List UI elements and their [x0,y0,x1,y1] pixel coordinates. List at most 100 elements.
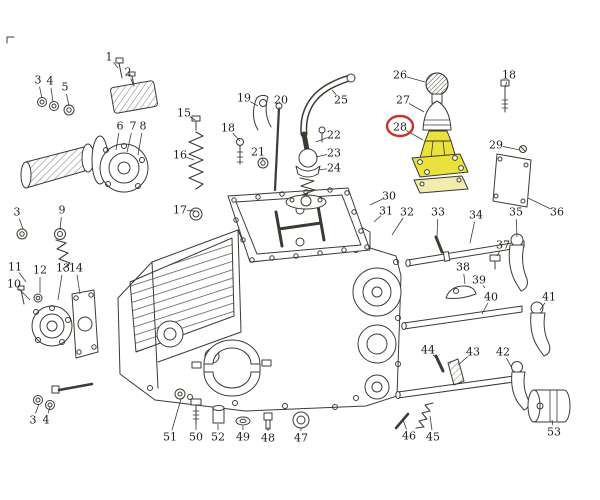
callout-3: 3 [30,414,37,427]
callout-19: 19 [237,92,251,105]
callout-45: 45 [426,431,440,444]
leader-line-3 [35,403,40,414]
callout-18: 18 [221,122,235,135]
leader-line-3 [39,86,43,99]
leader-line-8 [137,132,143,156]
callout-3: 3 [35,74,42,87]
leader-line-53 [551,419,554,426]
leader-line-15 [189,116,196,121]
callout-25: 25 [334,94,348,107]
leader-line-2 [130,78,134,85]
callout-39: 39 [472,274,486,287]
leader-line-28 [405,130,424,141]
callout-31: 31 [379,205,393,218]
callout-2: 2 [125,66,132,79]
leader-line-16 [186,156,195,161]
leader-line-40 [481,302,489,315]
breather-plate [110,57,158,114]
callout-4: 4 [43,414,50,427]
callout-29: 29 [489,139,503,152]
callout-34: 34 [469,209,483,222]
leader-line-23 [315,154,328,158]
leader-line-3 [18,218,24,230]
callout-44: 44 [421,344,435,357]
inspection-plate [492,145,532,208]
leader-line-6 [115,132,120,151]
leader-line-33 [436,218,439,238]
leader-line-31 [373,215,382,223]
leader-line-25 [331,89,337,96]
leader-line-7 [126,132,132,153]
leader-line-37 [496,250,500,257]
shift-linkage [236,94,283,192]
leader-line-19 [249,101,259,107]
shift-tower-highlighted [411,130,469,194]
pto-cover [17,285,99,359]
callout-50: 50 [189,431,203,444]
bottom-fasteners [190,398,310,430]
callout-46: 46 [402,430,416,443]
callout-51: 51 [163,431,177,444]
leader-line-43 [457,356,468,366]
leader-line-21 [261,157,264,161]
callout-24: 24 [327,162,341,175]
callout-28: 28 [393,121,407,134]
callout-22: 22 [327,129,341,142]
leader-line-29 [502,146,521,151]
callout-4: 4 [47,75,54,88]
leader-line-35 [515,218,518,238]
bearing-clamp [191,339,272,397]
gear-knob [425,72,449,104]
callout-7: 7 [130,120,137,133]
callout-40: 40 [484,291,498,304]
leader-line-42 [506,357,513,369]
leader-line-22 [315,137,328,143]
leader-line-4 [50,87,54,103]
highlight-ring [385,114,415,138]
shift-rails-forks [394,233,551,430]
callout-41: 41 [542,291,556,304]
callout-43: 43 [466,346,480,359]
leader-line-32 [391,217,404,236]
callout-1: 1 [106,51,113,64]
leader-line-1 [113,62,119,69]
selector-block [527,389,571,423]
callout-20: 20 [274,94,288,107]
lever-boot [422,100,452,131]
gearbox-housing [117,221,402,412]
callout-18: 18 [502,69,516,82]
leader-line-26 [406,76,426,83]
callout-26: 26 [393,69,407,82]
callout-52: 52 [211,431,225,444]
leader-line-4 [47,406,51,414]
callout-15: 15 [177,107,191,120]
callout-16: 16 [173,149,187,162]
callout-30: 30 [382,190,396,203]
leader-line-34 [469,221,475,244]
callout-47: 47 [294,432,308,445]
leader-line-18 [232,132,241,142]
leader-line-51 [171,398,182,431]
callout-53: 53 [547,426,561,439]
callout-32: 32 [400,206,414,219]
scan-artifact-mark [6,36,15,44]
callout-10: 10 [7,278,21,291]
leader-line-39 [482,285,486,289]
leader-line-46 [402,419,407,430]
callout-9: 9 [59,204,66,217]
leader-line-27 [408,103,425,113]
leader-line-11 [18,272,27,283]
callout-48: 48 [261,432,275,445]
callout-35: 35 [509,206,523,219]
leader-line-17 [186,210,196,212]
leader-line-45 [429,415,433,431]
callout-38: 38 [456,261,470,274]
leader-line-30 [369,198,383,206]
callout-14: 14 [69,262,83,275]
callout-37: 37 [496,239,510,252]
washer-spring-left [16,228,71,270]
callout-33: 33 [431,206,445,219]
leader-line-5 [66,93,70,107]
